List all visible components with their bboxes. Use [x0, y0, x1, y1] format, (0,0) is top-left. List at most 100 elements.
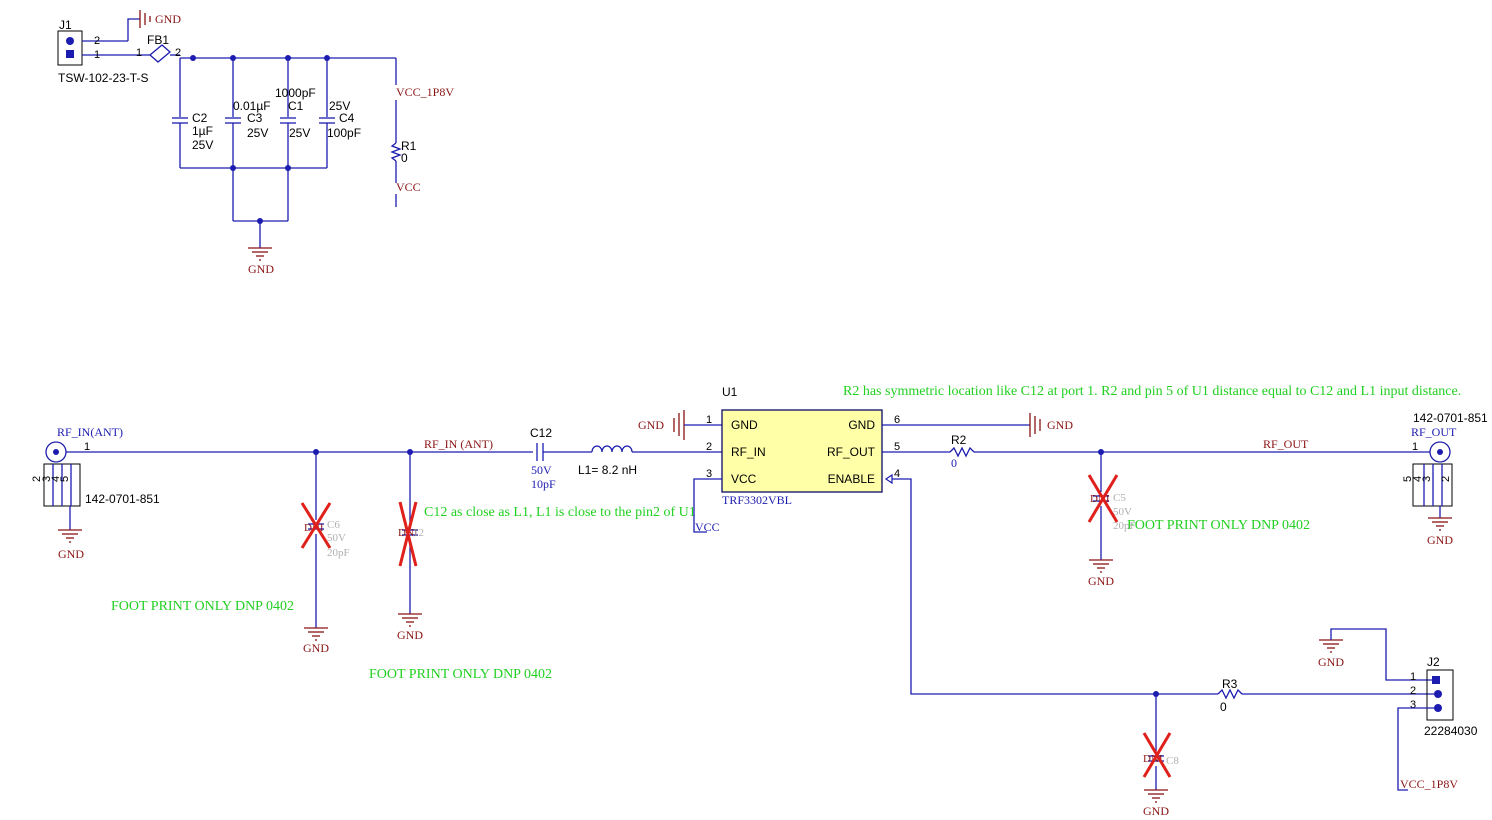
c6-ref: C6: [327, 519, 340, 531]
c2-voltage: 25V: [192, 138, 213, 152]
c6-dnp-capacitor[interactable]: DNI C6 50V 20pF: [300, 502, 350, 559]
rf-out-net-label: RF_OUT: [1263, 437, 1309, 451]
u1-pin5-num: 5: [894, 441, 900, 453]
gnd-symbol-j1: GND: [139, 10, 181, 28]
rf-in-pin4: 4: [50, 476, 62, 482]
u1-pin3-num: 3: [706, 468, 712, 480]
gnd-label: GND: [58, 547, 84, 561]
c4-ref: C4: [339, 111, 355, 125]
gnd-symbol-u1-pin6: GND: [1029, 413, 1073, 437]
fb1-ferrite[interactable]: FB1 1 2: [136, 33, 181, 63]
u1-pin4-name: ENABLE: [828, 472, 875, 486]
r2-value: 0: [951, 456, 957, 470]
j2-pin1: 1: [1410, 671, 1416, 683]
c12-capacitor[interactable]: C12 50V 10pF: [530, 426, 556, 491]
rf-out-pin1: 1: [1412, 441, 1418, 453]
c2-capacitor[interactable]: C2 1µF 25V: [172, 111, 213, 152]
c8-ref: C8: [1166, 755, 1179, 767]
gnd-label: GND: [155, 12, 181, 26]
c6-voltage: 50V: [327, 532, 346, 544]
c3-capacitor[interactable]: 0.01µF C3 25V: [225, 99, 271, 140]
gnd-label: GND: [397, 628, 423, 642]
vcc-1p8v-label: VCC_1P8V: [396, 85, 454, 99]
rf-in-ant-label: RF_IN(ANT): [57, 425, 123, 439]
j1-pin1: 1: [94, 49, 100, 61]
gnd-symbol-c8: GND: [1143, 789, 1169, 818]
c5-value: 20pF: [1113, 520, 1136, 532]
rf-out-connector[interactable]: 142-0701-851 RF_OUT 1 5 4 3 2: [1402, 411, 1488, 507]
rf-in-pin5: 5: [59, 476, 71, 482]
j1-header[interactable]: J1 2 1 TSW-102-23-T-S: [57, 18, 150, 85]
r3-value: 0: [1220, 700, 1227, 714]
gnd-symbol-rfout: GND: [1427, 517, 1453, 547]
u1-pin6-name: GND: [848, 418, 875, 432]
l1-inductor[interactable]: L1= 8.2 nH: [578, 445, 637, 477]
u1-pin2-num: 2: [706, 441, 712, 453]
gnd-symbol-c5: GND: [1088, 559, 1114, 588]
rf-in-pin2: 2: [31, 476, 43, 482]
gnd-label: GND: [1318, 655, 1344, 669]
rf-in-net-label: RF_IN (ANT): [424, 437, 493, 451]
c1-value: 1000pF: [275, 86, 316, 100]
c3-voltage: 25V: [247, 126, 268, 140]
j1-pin2: 2: [94, 35, 100, 47]
gnd-symbol-j2: GND: [1318, 639, 1344, 669]
power-section: J1 2 1 TSW-102-23-T-S GND FB1 1 2 VCC_1P…: [57, 10, 454, 276]
c4-capacitor[interactable]: 25V C4 100pF: [319, 99, 361, 140]
c1-ref: C1: [288, 99, 304, 113]
rf-out-pin2: 2: [1440, 476, 1452, 482]
footprint-note-cin: FOOT PRINT ONLY DNP 0402: [369, 667, 552, 682]
u1-ic[interactable]: U1 TRF3302VBL GND RF_IN VCC 1 2 3 GND RF…: [706, 385, 900, 507]
j2-pin2: 2: [1410, 685, 1416, 697]
r3-ref: R3: [1222, 677, 1238, 691]
gnd-symbol-c6: GND: [303, 627, 329, 655]
vcc-label-r1: VCC: [396, 180, 421, 194]
cin-ref: 12: [413, 527, 424, 539]
c4-value: 100pF: [327, 126, 361, 140]
u1-pin1-num: 1: [706, 414, 712, 426]
fb1-pin2: 2: [175, 47, 181, 59]
c5-dnp-capacitor[interactable]: DNI C5 50V 20pF: [1087, 474, 1136, 532]
gnd-label: GND: [1088, 574, 1114, 588]
rf-out-part: 142-0701-851: [1413, 411, 1488, 425]
gnd-symbol-power: GND: [248, 247, 274, 276]
c1-voltage: 25V: [289, 126, 310, 140]
rf-out-pin4: 4: [1412, 476, 1424, 482]
rf-out-pin3: 3: [1421, 476, 1433, 482]
j2-header[interactable]: J2 1 2 3 22284030: [1410, 655, 1478, 738]
u1-pin1-name: GND: [731, 418, 758, 432]
rf-in-part: 142-0701-851: [85, 492, 160, 506]
u1-part: TRF3302VBL: [722, 493, 792, 507]
gnd-label: GND: [1143, 804, 1169, 818]
footprint-note-c6: FOOT PRINT ONLY DNP 0402: [111, 599, 294, 614]
u1-pin2-name: RF_IN: [731, 445, 766, 459]
r3-resistor[interactable]: R3 0: [1217, 677, 1243, 714]
c4-voltage: 25V: [329, 99, 350, 113]
c6-value: 20pF: [327, 547, 350, 559]
c8-dnp-capacitor[interactable]: DNI C8: [1142, 732, 1179, 778]
fb1-pin1: 1: [136, 47, 142, 59]
c3-ref: C3: [247, 111, 263, 125]
r2-resistor[interactable]: R2 0: [949, 433, 975, 470]
l1-label: L1= 8.2 nH: [578, 463, 637, 477]
j1-part: TSW-102-23-T-S: [58, 71, 148, 85]
cin-dnp-capacitor[interactable]: DNI 12: [398, 501, 424, 567]
r2-ref: R2: [951, 433, 967, 447]
r1-resistor[interactable]: R1 0: [390, 100, 417, 183]
gnd-symbol-rfin: GND: [58, 529, 84, 561]
j2-part: 22284030: [1424, 724, 1478, 738]
gnd-label: GND: [248, 262, 274, 276]
vcc-label-u1: VCC: [695, 520, 720, 534]
vcc-1p8v-label-j2: VCC_1P8V: [1400, 777, 1458, 791]
u1-pin5-name: RF_OUT: [827, 445, 876, 459]
u1-ref: U1: [722, 385, 738, 399]
gnd-label: GND: [303, 641, 329, 655]
c1-capacitor[interactable]: 1000pF C1 25V: [275, 86, 316, 140]
rf-in-pin1: 1: [84, 441, 90, 453]
rf-in-connector[interactable]: RF_IN(ANT) 1 2 3 4 5 142-0701-851: [31, 425, 160, 507]
u1-pin4-num: 4: [894, 468, 900, 480]
c12-placement-note: C12 as close as L1, L1 is close to the p…: [424, 505, 696, 520]
c2-value: 1µF: [192, 124, 213, 138]
r1-value: 0: [401, 151, 408, 165]
